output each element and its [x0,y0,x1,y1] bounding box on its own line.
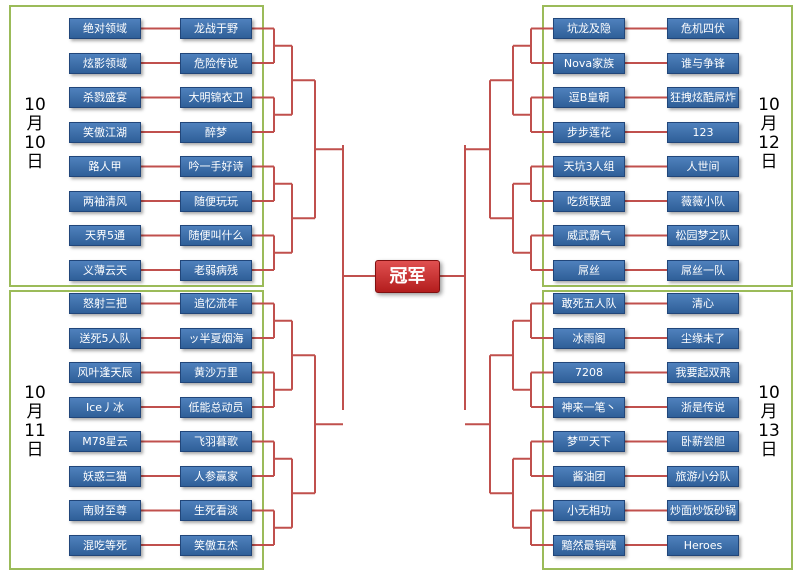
team-box[interactable]: 我要起双飛 [667,362,739,383]
team-box[interactable]: 卧薪尝胆 [667,431,739,452]
team-box[interactable]: 人参赢家 [180,465,252,487]
team-box[interactable]: 神来一笔丶 [553,396,625,418]
team-box[interactable]: 炒面炒饭砂锅 [667,500,739,521]
team-box[interactable]: 醉梦 [180,121,252,143]
team-box[interactable]: 尘缘未了 [667,327,739,349]
team-box[interactable]: 笑傲江湖 [69,121,141,143]
team-box[interactable]: Ice丿冰 [69,396,141,418]
team-box[interactable]: Nova家族 [553,52,625,74]
team-box[interactable]: 风叶逢天辰 [69,362,141,383]
team-box[interactable]: 屌丝一队 [667,259,739,281]
team-box[interactable]: 杀戮盛宴 [69,87,141,108]
team-box[interactable]: 清心 [667,293,739,314]
team-box[interactable]: 谁与争锋 [667,52,739,74]
team-box[interactable]: 123 [667,121,739,143]
team-box[interactable]: 混吃等死 [69,534,141,556]
team-box[interactable]: 危机四伏 [667,18,739,39]
team-box[interactable]: 生死看淡 [180,500,252,521]
team-box[interactable]: 步步莲花 [553,121,625,143]
team-box[interactable]: 浙是传说 [667,396,739,418]
team-box[interactable]: 绝对领域 [69,18,141,39]
team-box[interactable]: 怒射三把 [69,293,141,314]
team-box[interactable]: 屌丝 [553,259,625,281]
team-box[interactable]: 狂拽炫酷屌炸 [667,87,739,108]
team-box[interactable]: 大明锦衣卫 [180,87,252,108]
team-box[interactable]: 随便叫什么 [180,225,252,246]
team-box[interactable]: 吃货联盟 [553,190,625,212]
team-box[interactable]: 义薄云天 [69,259,141,281]
team-box[interactable]: 送死5人队 [69,327,141,349]
team-box[interactable]: 妖惑三猫 [69,465,141,487]
team-box[interactable]: 小无相功 [553,500,625,521]
team-box[interactable]: 黄沙万里 [180,362,252,383]
champion-box: 冠军 [375,260,440,293]
team-box[interactable]: 黯然最销魂 [553,534,625,556]
team-box[interactable]: 酱油团 [553,465,625,487]
team-box[interactable]: 老弱病残 [180,259,252,281]
team-box[interactable]: 飞羽暮歌 [180,431,252,452]
team-box[interactable]: 逗B皇朝 [553,87,625,108]
team-box[interactable]: 松园梦之队 [667,225,739,246]
team-box[interactable]: 冰雨阁 [553,327,625,349]
team-box[interactable]: 路人甲 [69,156,141,177]
team-box[interactable]: 笑傲五杰 [180,534,252,556]
team-box[interactable]: 两袖清风 [69,190,141,212]
team-box[interactable]: 7208 [553,362,625,383]
team-box[interactable]: 坑龙及隐 [553,18,625,39]
team-box[interactable]: 薇薇小队 [667,190,739,212]
team-box[interactable]: 旅游小分队 [667,465,739,487]
team-box[interactable]: ッ半夏烟海 [180,327,252,349]
team-box[interactable]: 梦罒天下 [553,431,625,452]
team-box[interactable]: M78星云 [69,431,141,452]
team-box[interactable]: 天界5通 [69,225,141,246]
team-box[interactable]: 人世间 [667,156,739,177]
team-box[interactable]: 敢死五人队 [553,293,625,314]
team-box[interactable]: 危险传说 [180,52,252,74]
team-box[interactable]: 威武霸气 [553,225,625,246]
team-box[interactable]: 低能总动员 [180,396,252,418]
team-box[interactable]: 炫影领域 [69,52,141,74]
team-box[interactable]: 吟一手好诗 [180,156,252,177]
team-box[interactable]: 追忆流年 [180,293,252,314]
team-box[interactable]: Heroes [667,534,739,556]
team-box[interactable]: 天坑3人组 [553,156,625,177]
team-box[interactable]: 龙战于野 [180,18,252,39]
team-box[interactable]: 南财至尊 [69,500,141,521]
team-box[interactable]: 随便玩玩 [180,190,252,212]
